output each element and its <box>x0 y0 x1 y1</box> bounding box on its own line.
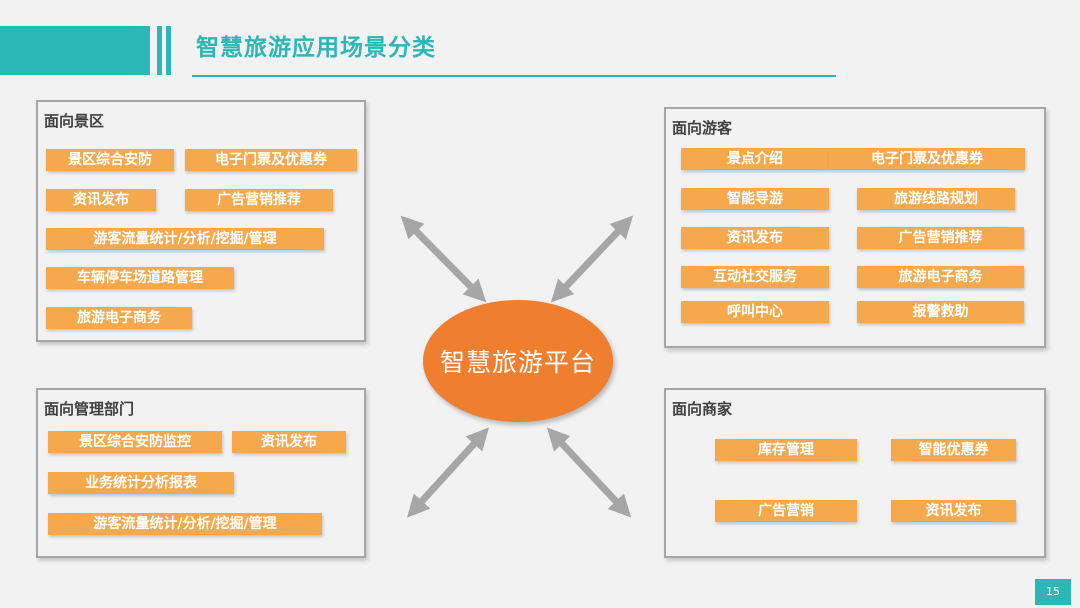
tourist-item: 呼叫中心 <box>681 301 829 323</box>
management-item: 业务统计分析报表 <box>48 472 234 494</box>
title-underline <box>192 75 836 77</box>
management-item: 游客流量统计/分析/挖掘/管理 <box>48 513 322 535</box>
tourist-item: 景点介绍 <box>681 148 829 170</box>
management-item: 资讯发布 <box>232 431 346 453</box>
header-accent-bar <box>0 26 150 75</box>
tourist-item: 互动社交服务 <box>681 266 829 288</box>
tourist-item: 报警救助 <box>857 301 1024 323</box>
tourist-item: 旅游线路规划 <box>857 188 1015 210</box>
header-accent-stripe <box>166 26 171 75</box>
scenic-item: 游客流量统计/分析/挖掘/管理 <box>46 228 324 250</box>
tourist-item: 资讯发布 <box>681 227 829 249</box>
scenic-item: 资讯发布 <box>46 189 156 211</box>
merchant-title: 面向商家 <box>672 400 733 418</box>
arrow-management <box>406 427 490 518</box>
scenic-item: 旅游电子商务 <box>46 307 192 329</box>
platform-ellipse: 智慧旅游平台 <box>423 300 613 422</box>
merchant-item: 库存管理 <box>715 439 857 461</box>
scenic-area-panel: 面向景区 景区综合安防 电子门票及优惠券 资讯发布 广告营销推荐 游客流量统计/… <box>36 100 366 342</box>
page-number: 15 <box>1035 579 1071 605</box>
management-item: 景区综合安防监控 <box>48 431 222 453</box>
tourist-item: 电子门票及优惠券 <box>829 148 1025 170</box>
tourist-item: 广告营销推荐 <box>857 227 1024 249</box>
merchant-item: 智能优惠券 <box>891 439 1016 461</box>
merchant-item: 资讯发布 <box>891 500 1016 522</box>
scenic-item: 广告营销推荐 <box>185 189 333 211</box>
merchant-item: 广告营销 <box>715 500 857 522</box>
page-title: 智慧旅游应用场景分类 <box>196 35 436 61</box>
tourist-panel: 面向游客 景点介绍 电子门票及优惠券 智能导游 旅游线路规划 资讯发布 广告营销… <box>664 107 1046 348</box>
scenic-item: 车辆停车场道路管理 <box>46 267 234 289</box>
scenic-item: 电子门票及优惠券 <box>185 149 357 171</box>
merchant-panel: 面向商家 库存管理 智能优惠券 广告营销 资讯发布 <box>664 388 1046 558</box>
scenic-area-title: 面向景区 <box>44 112 105 130</box>
tourist-title: 面向游客 <box>672 119 733 137</box>
arrow-merchant <box>546 427 632 518</box>
arrow-scenic <box>400 215 487 303</box>
scenic-item: 景区综合安防 <box>46 149 174 171</box>
platform-label: 智慧旅游平台 <box>439 348 596 377</box>
management-title: 面向管理部门 <box>44 400 135 418</box>
tourist-item: 智能导游 <box>681 188 829 210</box>
arrow-tourist <box>550 215 634 303</box>
tourist-item: 旅游电子商务 <box>857 266 1024 288</box>
header-accent-stripe <box>157 26 162 75</box>
management-panel: 面向管理部门 景区综合安防监控 资讯发布 业务统计分析报表 游客流量统计/分析/… <box>36 388 366 558</box>
